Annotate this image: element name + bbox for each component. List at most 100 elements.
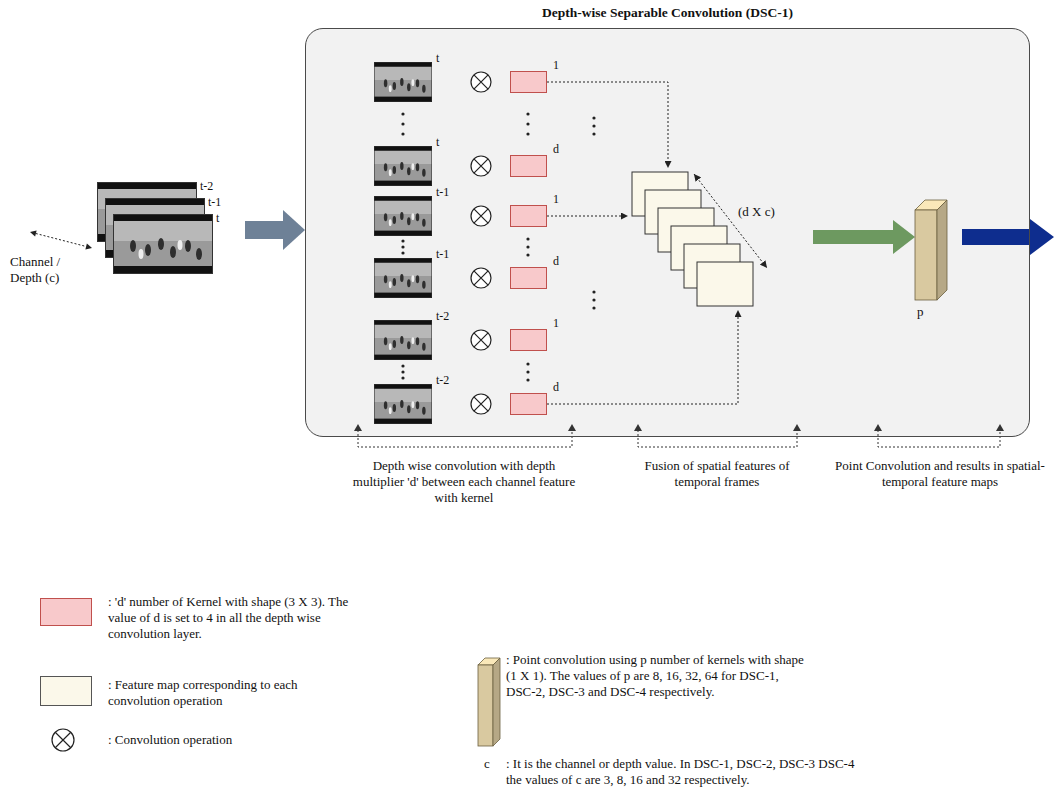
legend-text: : It is the channel or depth value. In D… [506, 756, 866, 788]
frame-label: t [436, 134, 439, 150]
text-holder: d [553, 141, 559, 157]
channel-frame [374, 384, 432, 424]
legend-text: : Convolution operation [108, 732, 328, 748]
convolution-circle [471, 268, 491, 288]
convolution-symbol [471, 72, 491, 414]
text-holder: t-2 [436, 308, 449, 324]
legend-text: : Feature map corresponding to each conv… [108, 677, 313, 709]
dot [401, 132, 404, 135]
dot [592, 116, 595, 119]
prism-side [937, 200, 947, 300]
legend-swatch [478, 658, 500, 746]
convolution-cross [474, 159, 488, 173]
text-holder: 1 [553, 315, 559, 331]
kernel-box: d [510, 393, 547, 415]
channel-frame [374, 146, 432, 186]
process-block: Depth-wise Separable Convolution (DSC-1)… [305, 28, 1030, 437]
convolution-cross [474, 75, 488, 89]
kernel-box: d [510, 155, 547, 177]
text-holder: : Point convolution using p number of ke… [506, 652, 811, 700]
dot [401, 122, 404, 125]
dot [592, 290, 595, 293]
kernel-box: 1 [510, 205, 547, 227]
convolution-cross [474, 209, 488, 223]
kernel-box: 1 [510, 329, 547, 351]
pointwise-arrow [813, 230, 893, 244]
convolution-circle [471, 330, 491, 350]
dot [401, 251, 404, 254]
annotation-text: Point Convolution and results in spatial… [830, 458, 1050, 490]
dot [592, 124, 595, 127]
frame-label: t [216, 210, 219, 226]
node-label: 1 [553, 191, 559, 207]
legend-swatch [40, 676, 92, 706]
text-holder: t-2 [436, 372, 449, 388]
dot [526, 378, 529, 381]
legend-swatch [40, 598, 92, 626]
bracket-line [878, 430, 1000, 447]
convolution-circle [471, 156, 491, 176]
node-label: d [553, 141, 559, 157]
text-holder: : It is the channel or depth value. In D… [506, 756, 866, 788]
count-arrow [694, 174, 767, 268]
legend-text: : 'd' number of Kernel with shape (3 X 3… [108, 594, 373, 642]
dot [526, 245, 529, 248]
dot [401, 239, 404, 242]
text-holder: Depth wise convolution with depth multip… [349, 458, 579, 506]
channel-frame [374, 320, 432, 360]
fusion-arrow [547, 82, 668, 161]
text-holder: Depth-wise Separable Convolution (DSC-1) [306, 5, 1029, 21]
text-holder: t [436, 50, 439, 66]
point-conv-block: p [915, 200, 947, 300]
dot [592, 306, 595, 309]
text-holder: d [553, 379, 559, 395]
symbol-label: c [484, 756, 490, 772]
arrow-head [874, 424, 882, 431]
dot [592, 132, 595, 135]
feature-map-stack: (d X c) [628, 168, 813, 310]
node-label: d [553, 253, 559, 269]
dot [526, 132, 529, 135]
text-holder: t [436, 134, 439, 150]
convolution-circle [52, 729, 74, 751]
fusion-arrow [547, 216, 621, 217]
dot [401, 112, 404, 115]
output-arrow [962, 219, 1054, 255]
dot [526, 253, 529, 256]
edge-group [245, 82, 893, 404]
dot [526, 112, 529, 115]
block-ground [305, 28, 1030, 437]
arrow-head [354, 424, 362, 431]
node-label: 1 [553, 315, 559, 331]
legend-symbol [51, 728, 75, 752]
dot [592, 298, 595, 301]
arrow-head [568, 424, 576, 431]
text-holder: c [484, 756, 490, 772]
text-holder: p [917, 304, 924, 320]
convolution-cross [55, 732, 71, 748]
block-title: Depth-wise Separable Convolution (DSC-1) [306, 5, 1029, 21]
convolution-circle [471, 206, 491, 226]
frame-label: t-1 [436, 246, 449, 262]
axis-label: Channel / Depth (c) [10, 254, 94, 286]
convolution-circle [471, 72, 491, 92]
text-holder: 1 [553, 57, 559, 73]
node-label: p [917, 304, 924, 320]
frame-label: t [436, 50, 439, 66]
text-holder: Channel / Depth (c) [10, 254, 94, 286]
channel-frame [374, 196, 432, 236]
text-holder: : 'd' number of Kernel with shape (3 X 3… [108, 594, 373, 642]
input-frames: t-2t-1t [95, 178, 245, 282]
dot [401, 245, 404, 248]
text-holder: t-1 [208, 194, 221, 210]
dot [526, 122, 529, 125]
text-holder: (d X c) [738, 204, 775, 220]
input-frame [113, 214, 213, 274]
node-label: d [553, 379, 559, 395]
dot [526, 362, 529, 365]
channel-frame [374, 258, 432, 298]
prism-front [478, 665, 493, 746]
annotation-text: Depth wise convolution with depth multip… [349, 458, 579, 506]
channel-frame [374, 62, 432, 102]
frame-label: t-2 [436, 308, 449, 324]
